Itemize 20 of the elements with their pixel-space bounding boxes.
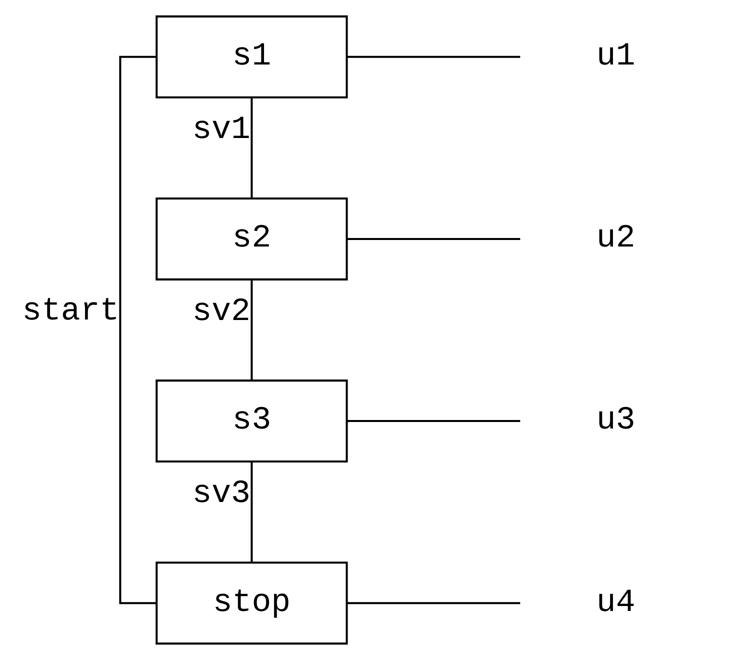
connector bbox=[250, 98, 253, 198]
connector bbox=[347, 420, 520, 422]
connector bbox=[250, 280, 253, 380]
node-box: s2 bbox=[156, 198, 348, 280]
connector bbox=[250, 462, 253, 563]
node-text: u3 bbox=[596, 402, 636, 439]
connector bbox=[119, 56, 156, 604]
edge-label: sv1 bbox=[192, 110, 250, 148]
node-text: u4 bbox=[596, 584, 636, 621]
node-box: s1 bbox=[156, 15, 348, 98]
node-box: stop bbox=[156, 562, 348, 645]
connector bbox=[347, 56, 520, 58]
node-text: u2 bbox=[596, 220, 636, 257]
edge-label: start bbox=[22, 292, 120, 330]
edge-label: sv3 bbox=[192, 474, 250, 512]
edge-label: sv2 bbox=[192, 292, 250, 330]
node-text: u1 bbox=[596, 38, 636, 75]
connector bbox=[347, 238, 520, 240]
node-box: s3 bbox=[156, 380, 348, 462]
connector bbox=[347, 602, 520, 604]
